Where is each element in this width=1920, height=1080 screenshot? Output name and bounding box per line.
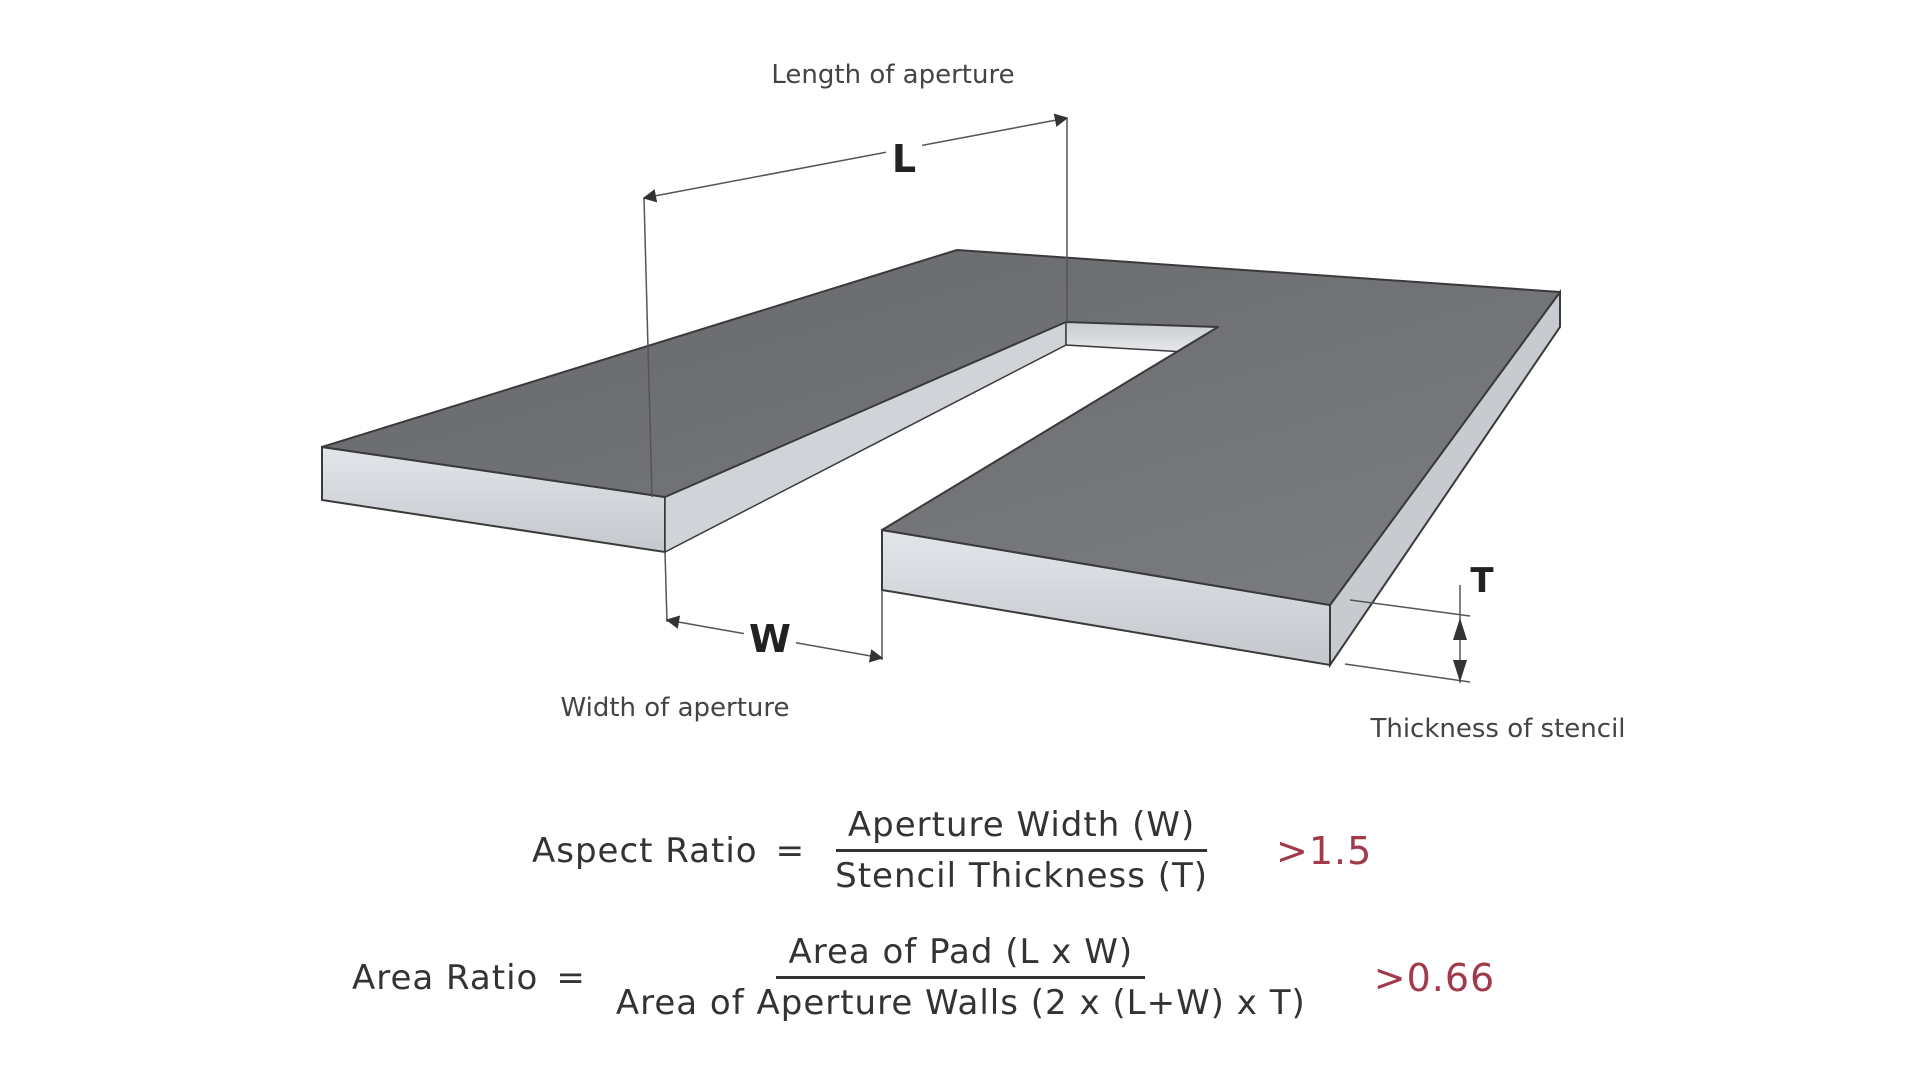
length-extension-line-left: [643, 197, 653, 498]
aspect-ratio-numerator: Aperture Width (W): [835, 805, 1208, 852]
stencil-top-surface: [321, 249, 1561, 606]
aspect-ratio-equals: =: [775, 830, 806, 871]
thickness-arrow-down: [1453, 660, 1467, 682]
area-ratio-equals: =: [556, 957, 586, 998]
area-ratio-fraction: Area of Pad (L x W) Area of Aperture Wal…: [604, 932, 1318, 1023]
length-caption: Length of aperture: [771, 60, 1014, 90]
area-ratio-numerator: Area of Pad (L x W): [776, 932, 1146, 979]
aspect-ratio-threshold: >1.5: [1276, 828, 1373, 873]
aspect-ratio-name: Aspect Ratio: [532, 830, 758, 871]
aspect-ratio-fraction: Aperture Width (W) Stencil Thickness (T): [823, 805, 1220, 896]
aspect-ratio-formula: Aspect Ratio = Aperture Width (W) Stenci…: [532, 805, 1372, 896]
width-extension-line-left: [664, 551, 668, 623]
width-label-backdrop: [744, 618, 796, 660]
area-ratio-formula: Area Ratio = Area of Pad (L x W) Area of…: [352, 932, 1495, 1023]
area-ratio-name: Area Ratio: [352, 957, 539, 998]
length-label-backdrop: [886, 138, 922, 180]
thickness-extension-line-bottom: [1344, 663, 1471, 683]
width-symbol: W: [749, 617, 791, 661]
aspect-ratio-denominator: Stencil Thickness (T): [835, 856, 1209, 896]
length-symbol: L: [892, 137, 916, 181]
width-caption: Width of aperture: [560, 693, 789, 723]
area-ratio-denominator: Area of Aperture Walls (2 x (L+W) x T): [615, 983, 1306, 1023]
thickness-caption: Thickness of stencil: [1369, 714, 1625, 744]
length-dimension-line: [642, 113, 1069, 203]
thickness-symbol: T: [1470, 561, 1494, 601]
thickness-extension-line-top: [1349, 599, 1471, 617]
thickness-arrow-up: [1453, 618, 1467, 640]
area-ratio-threshold: >0.66: [1373, 955, 1496, 1000]
